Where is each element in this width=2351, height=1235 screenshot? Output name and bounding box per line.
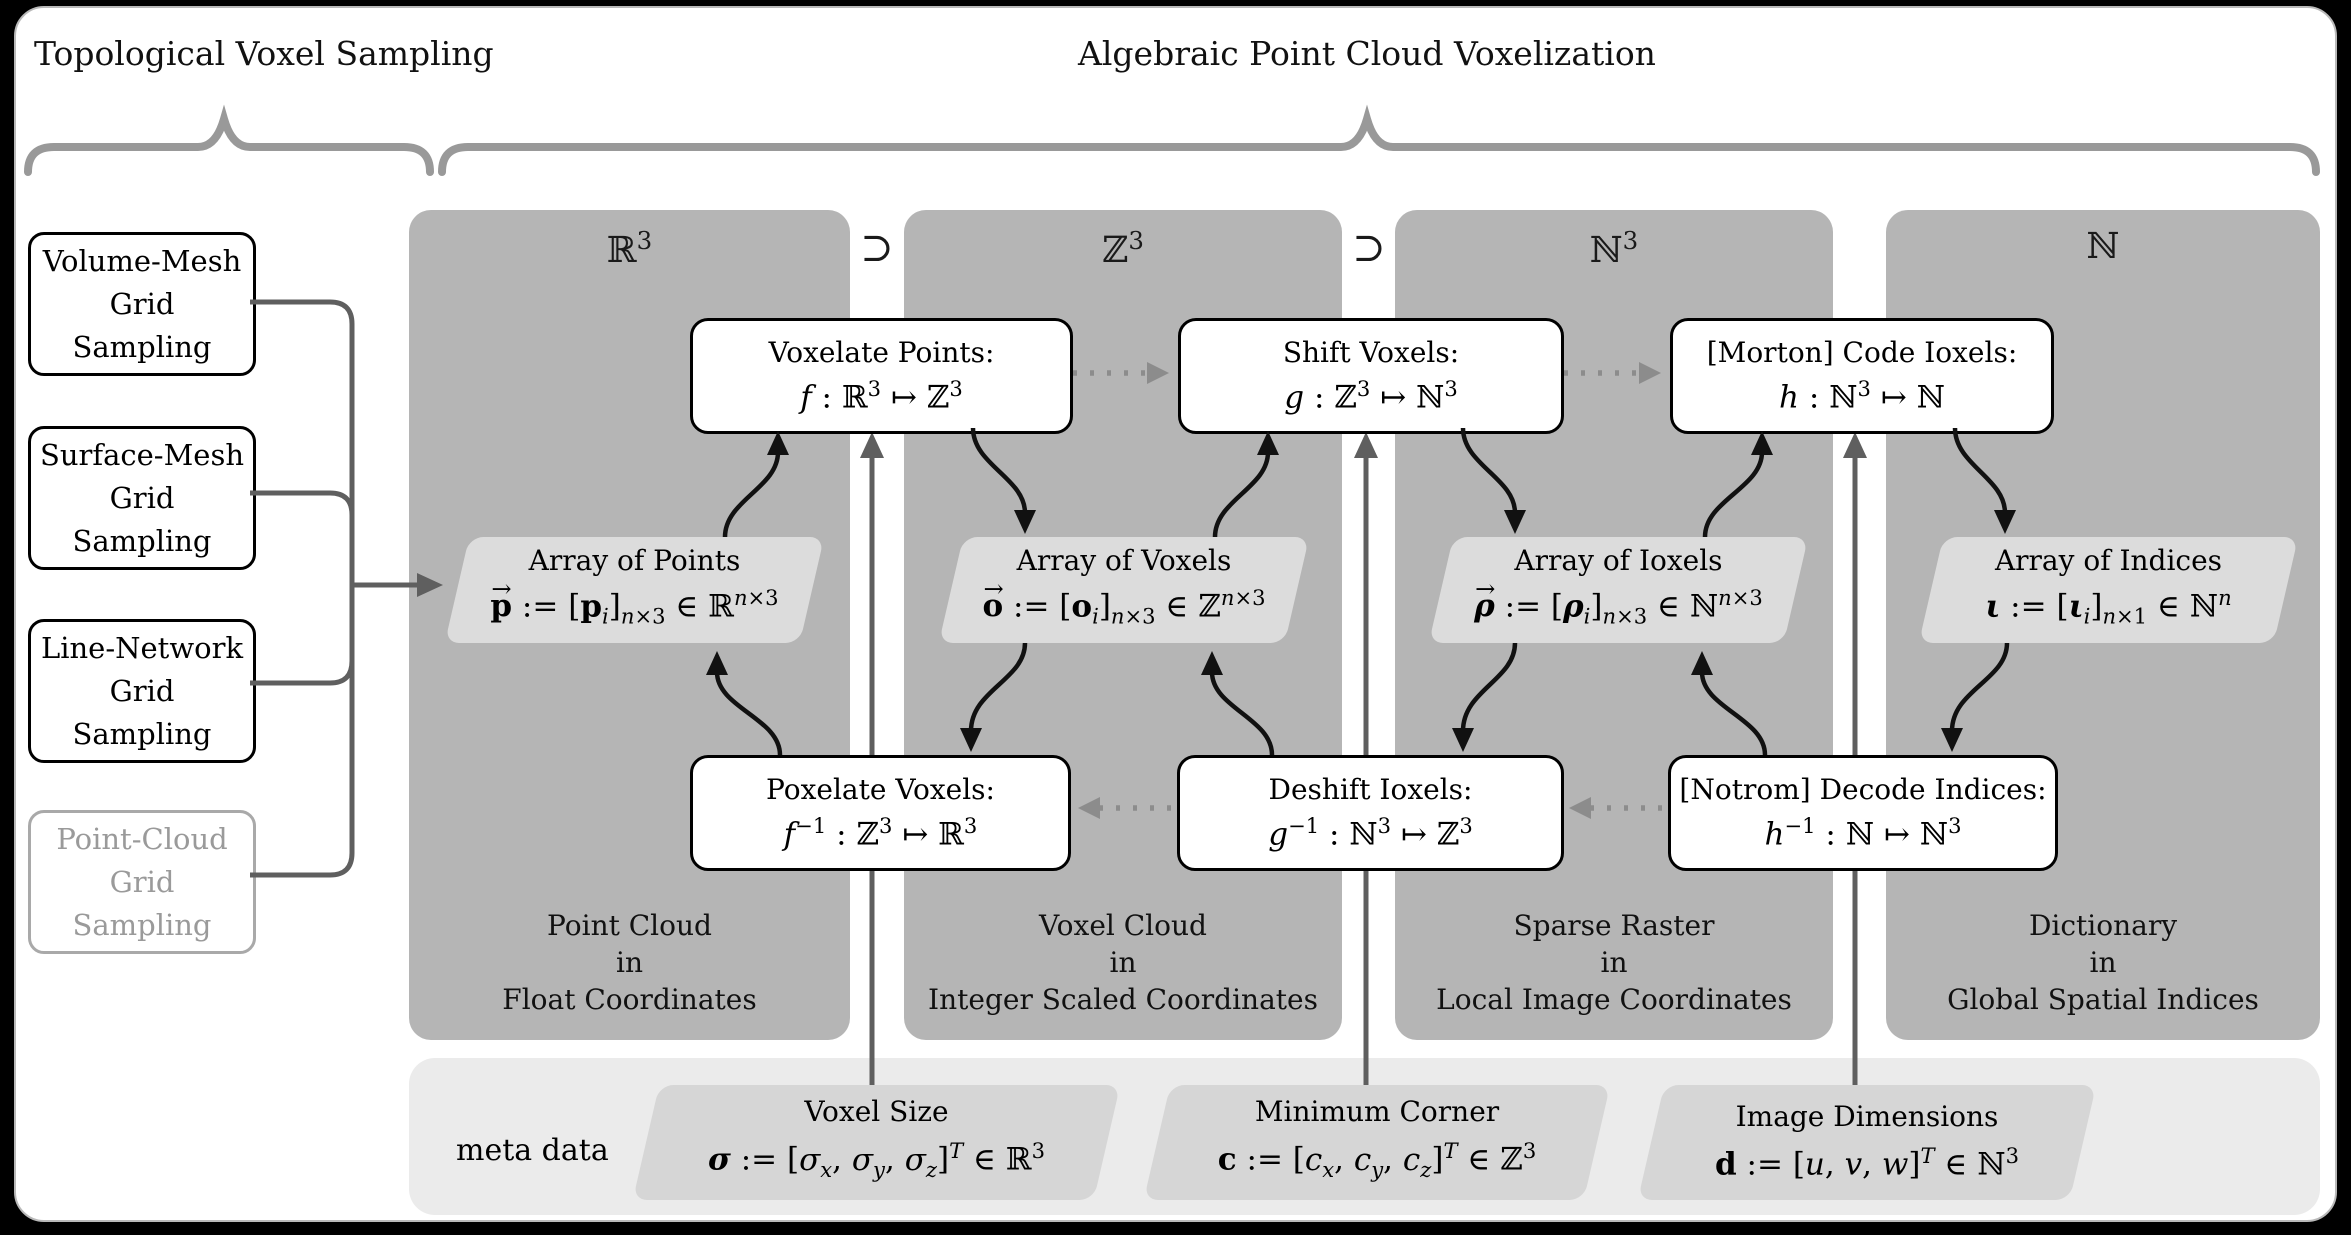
array-of-indices: Array of Indices ι := [ιi]n×1 ∈ ℕn [1918, 537, 2299, 643]
panel-domain-label: ℝ3 [606, 226, 653, 271]
array-formula: →ρ := [ρi]n×3 ∈ ℕn×3 [1474, 575, 1763, 629]
superset-symbol: ⊃ [860, 225, 894, 271]
array-of-points: Array of Points →p := [pi]n×3 ∈ ℝn×3 [444, 537, 825, 643]
sampling-box-line: Volume-Mesh [42, 243, 242, 278]
function-box-voxelate-points: Voxelate Points: f : ℝ3 ↦ ℤ3 [690, 318, 1073, 434]
function-title: Voxelate Points: [768, 335, 995, 369]
panel-footer: Dictionary in Global Spatial Indices [1886, 907, 2320, 1018]
function-formula: h−1 : ℕ ↦ ℕ3 [1764, 812, 1962, 853]
panel-footer-line: Global Spatial Indices [1947, 983, 2259, 1016]
function-formula: g : ℤ3 ↦ ℕ3 [1284, 375, 1458, 416]
superset-symbol: ⊃ [1352, 225, 1386, 271]
array-title: Array of Indices [1994, 543, 2223, 577]
meta-item-title: Voxel Size [804, 1095, 949, 1129]
function-title: Poxelate Voxels: [766, 772, 995, 806]
sampling-box-point-cloud: Point-Cloud Grid Sampling [28, 810, 256, 954]
panel-footer-line: Dictionary [2028, 909, 2178, 942]
panel-domain-label: ℤ3 [1102, 226, 1144, 271]
array-formula: ι := [ιi]n×1 ∈ ℕn [1985, 584, 2232, 629]
sampling-box-line: Sampling [72, 523, 212, 558]
function-box-notrom-decode-indices: [Notrom] Decode Indices: h−1 : ℕ ↦ ℕ3 [1668, 755, 2058, 871]
section-title-algebraic-point-cloud-voxelization: Algebraic Point Cloud Voxelization [1078, 34, 1656, 73]
sampling-box-line: Line-Network [40, 630, 244, 665]
panel-footer: Point Cloud in Float Coordinates [409, 907, 850, 1018]
meta-minimum-corner: Minimum Corner c := [cx, cy, cz]T ∈ ℤ3 [1143, 1085, 1611, 1200]
panel-footer-line: in [1600, 946, 1628, 979]
array-formula: →p := [pi]n×3 ∈ ℝn×3 [490, 575, 779, 629]
meta-item-title: Minimum Corner [1254, 1095, 1500, 1129]
meta-item-formula: c := [cx, cy, cz]T ∈ ℤ3 [1217, 1138, 1537, 1182]
panel-footer-line: in [1109, 946, 1137, 979]
meta-image-dimensions: Image Dimensions d := [u, v, w]T ∈ ℕ3 [1637, 1085, 2097, 1200]
function-formula: g−1 : ℕ3 ↦ ℤ3 [1268, 812, 1473, 853]
meta-voxel-size: Voxel Size σ := [σx, σy, σz]T ∈ ℝ3 [632, 1085, 1121, 1200]
panel-domain-label: ℕ [2086, 226, 2120, 267]
meta-item-title: Image Dimensions [1735, 1100, 1999, 1134]
sampling-box-line: Sampling [72, 907, 212, 942]
function-box-shift-voxels: Shift Voxels: g : ℤ3 ↦ ℕ3 [1178, 318, 1564, 434]
function-formula: f : ℝ3 ↦ ℤ3 [800, 375, 963, 416]
sampling-box-line-network: Line-Network Grid Sampling [28, 619, 256, 763]
function-box-deshift-ioxels: Deshift Ioxels: g−1 : ℕ3 ↦ ℤ3 [1177, 755, 1564, 871]
function-formula: f−1 : ℤ3 ↦ ℝ3 [783, 812, 978, 853]
panel-footer-line: Integer Scaled Coordinates [928, 983, 1318, 1016]
panel-footer-line: in [2089, 946, 2117, 979]
panel-footer-line: Float Coordinates [502, 983, 757, 1016]
panel-footer: Sparse Raster in Local Image Coordinates [1395, 907, 1833, 1018]
sampling-box-line: Point-Cloud [56, 821, 228, 856]
sampling-box-surface-mesh: Surface-Mesh Grid Sampling [28, 426, 256, 570]
panel-footer-line: Local Image Coordinates [1436, 983, 1792, 1016]
meta-item-formula: σ := [σx, σy, σz]T ∈ ℝ3 [708, 1138, 1045, 1182]
panel-footer-line: Voxel Cloud [1039, 909, 1207, 942]
function-title: [Morton] Code Ioxels: [1706, 335, 2018, 369]
panel-footer-line: Sparse Raster [1513, 909, 1715, 942]
function-formula: h : ℕ3 ↦ ℕ [1779, 375, 1945, 416]
meta-item-formula: d := [u, v, w]T ∈ ℕ3 [1715, 1143, 2019, 1183]
panel-footer-line: in [616, 946, 643, 979]
array-of-ioxels: Array of Ioxels →ρ := [ρi]n×3 ∈ ℕn×3 [1428, 537, 1809, 643]
function-title: Shift Voxels: [1282, 335, 1460, 369]
sampling-box-line: Grid [109, 480, 175, 515]
panel-domain-label: ℕ3 [1589, 226, 1639, 271]
function-title: Deshift Ioxels: [1268, 772, 1473, 806]
function-title: [Notrom] Decode Indices: [1679, 772, 2047, 806]
array-title: Array of Voxels [1016, 543, 1232, 577]
array-formula: →o := [oi]n×3 ∈ ℤn×3 [982, 575, 1266, 629]
panel-footer-line: Point Cloud [547, 909, 712, 942]
sampling-box-line: Grid [109, 673, 175, 708]
section-title-topological-voxel-sampling: Topological Voxel Sampling [34, 34, 494, 73]
sampling-box-line: Grid [109, 286, 175, 321]
meta-data-label: meta data [456, 1133, 609, 1168]
sampling-box-line: Sampling [72, 716, 212, 751]
sampling-box-line: Sampling [72, 329, 212, 364]
array-title: Array of Points [528, 543, 741, 577]
array-of-voxels: Array of Voxels →o := [oi]n×3 ∈ ℤn×3 [938, 537, 1310, 643]
sampling-box-volume-mesh: Volume-Mesh Grid Sampling [28, 232, 256, 376]
sampling-box-line: Grid [109, 864, 175, 899]
function-box-poxelate-voxels: Poxelate Voxels: f−1 : ℤ3 ↦ ℝ3 [690, 755, 1071, 871]
function-box-morton-code-ioxels: [Morton] Code Ioxels: h : ℕ3 ↦ ℕ [1670, 318, 2054, 434]
panel-footer: Voxel Cloud in Integer Scaled Coordinate… [904, 907, 1342, 1018]
sampling-box-line: Surface-Mesh [39, 437, 245, 472]
array-title: Array of Ioxels [1514, 543, 1723, 577]
